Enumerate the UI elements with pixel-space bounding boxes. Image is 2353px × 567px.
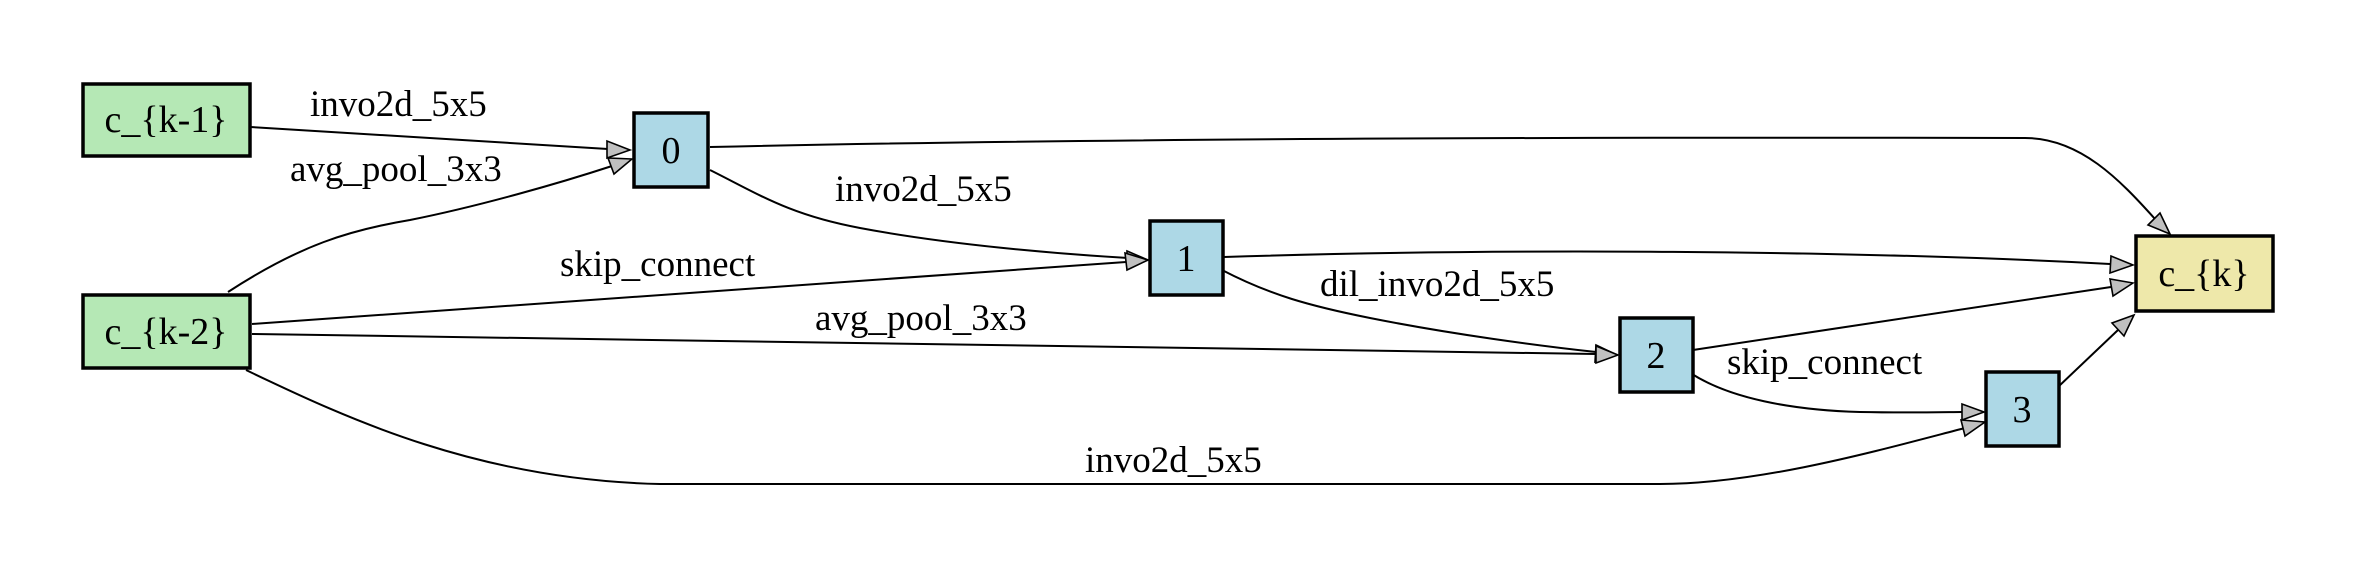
edge-label-0-to-1: invo2d_5x5: [835, 169, 1012, 210]
edge-0-to-ck: [709, 136, 2156, 220]
node-1: 1: [1148, 219, 1225, 297]
edge-2-to-ck: [1692, 286, 2112, 351]
edge-head-ckm2-to-2: [1595, 344, 1621, 365]
node-0-box: [632, 111, 710, 189]
node-c-k-2-label: c_{k-2}: [105, 311, 228, 353]
node-3-label: 3: [2013, 389, 2032, 431]
edge-3-to-ck: [2057, 329, 2119, 388]
edge-head-ckm2-to-3: [1959, 419, 1988, 438]
edge-head-0-to-ck: [2146, 211, 2172, 236]
edge-label-1-to-2: dil_invo2d_5x5: [1320, 264, 1554, 305]
edge-head-2-to-ck: [2109, 278, 2136, 298]
node-c-k-label: c_{k}: [2158, 253, 2249, 295]
node-c-k-2-box: [81, 293, 252, 370]
edge-ckm2-to-3: [245, 369, 1966, 485]
edge-ckm2-to-1: [251, 261, 1127, 325]
node-2-label: 2: [1647, 335, 1666, 377]
node-2: 2: [1618, 316, 1695, 394]
edge-1-to-ck: [1223, 250, 2111, 265]
edge-head-ckm2-to-0: [606, 157, 635, 176]
node-1-box: [1148, 219, 1225, 297]
node-1-label: 1: [1177, 238, 1196, 280]
node-c-k-1: c_{k-1}: [81, 82, 252, 158]
edge-label-ckm2-to-1: skip_connect: [560, 244, 756, 285]
edge-0-to-1: [709, 169, 1129, 259]
node-3: 3: [1984, 370, 2061, 448]
node-c-k-1-box: [81, 82, 252, 158]
edge-label-ckm2-to-2: avg_pool_3x3: [815, 298, 1027, 339]
node-3-box: [1984, 370, 2061, 448]
edge-head-1-to-ck: [2109, 254, 2136, 275]
node-c-k: c_{k}: [2134, 234, 2275, 313]
edge-label-2-to-3: skip_connect: [1727, 342, 1923, 383]
node-c-k-box: [2134, 234, 2275, 313]
edge-head-ckm2-to-1: [1124, 251, 1151, 272]
edge-head-2-to-3: [1961, 402, 1987, 422]
edge-label-ckm2-to-3: invo2d_5x5: [1085, 440, 1262, 481]
edge-head-3-to-ck: [2110, 313, 2136, 338]
edge-1-to-2: [1221, 269, 1597, 353]
node-0-label: 0: [662, 130, 681, 172]
edge-ckm2-to-0: [227, 165, 613, 293]
node-2-box: [1618, 316, 1695, 394]
edge-2-to-3: [1691, 373, 1963, 414]
node-c-k-2: c_{k-2}: [81, 293, 252, 370]
node-c-k-1-label: c_{k-1}: [105, 99, 228, 141]
edge-label-ckm2-to-0: avg_pool_3x3: [290, 149, 502, 190]
edge-label-ckm1-to-0: invo2d_5x5: [310, 84, 487, 125]
edge-ckm2-to-2: [251, 333, 1597, 355]
edge-ckm1-to-0: [249, 126, 609, 150]
edge-head-ckm1-to-0: [606, 139, 633, 160]
node-0: 0: [632, 111, 710, 189]
